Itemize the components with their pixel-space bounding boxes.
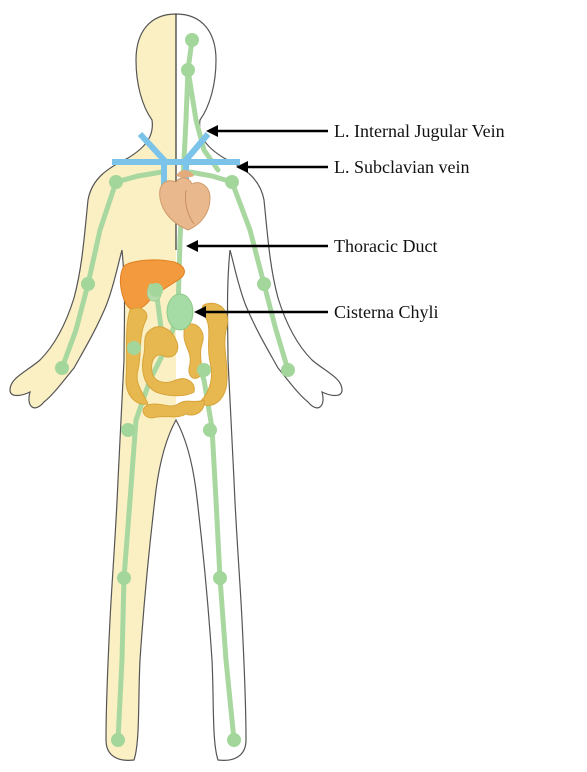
lymph-node xyxy=(111,733,125,747)
lymph-node xyxy=(203,423,217,437)
lymph-node xyxy=(197,363,211,377)
lymph-node xyxy=(213,571,227,585)
label-subclavian-vein: L. Subclavian vein xyxy=(334,157,469,177)
cisterna-chyli xyxy=(167,294,193,330)
lymph-node xyxy=(109,175,123,189)
lymph-node xyxy=(149,283,163,297)
label-internal-jugular-vein: L. Internal Jugular Vein xyxy=(334,121,505,141)
arrowhead-thoracic-duct xyxy=(186,240,198,252)
lymph-node xyxy=(257,277,271,291)
label-cisterna-chyli: Cisterna Chyli xyxy=(334,302,439,322)
label-thoracic-duct: Thoracic Duct xyxy=(334,236,437,256)
lymph-node xyxy=(225,175,239,189)
lymph-node xyxy=(281,363,295,377)
lymph-node xyxy=(117,571,131,585)
lymph-node xyxy=(127,341,141,355)
lymph-node xyxy=(227,733,241,747)
lymph-node xyxy=(121,423,135,437)
arrowhead-cisterna-chyli xyxy=(194,306,206,318)
lymph-node xyxy=(55,361,69,375)
lymph-node xyxy=(185,33,199,47)
lymph-node xyxy=(181,63,195,77)
lymph-node xyxy=(81,277,95,291)
